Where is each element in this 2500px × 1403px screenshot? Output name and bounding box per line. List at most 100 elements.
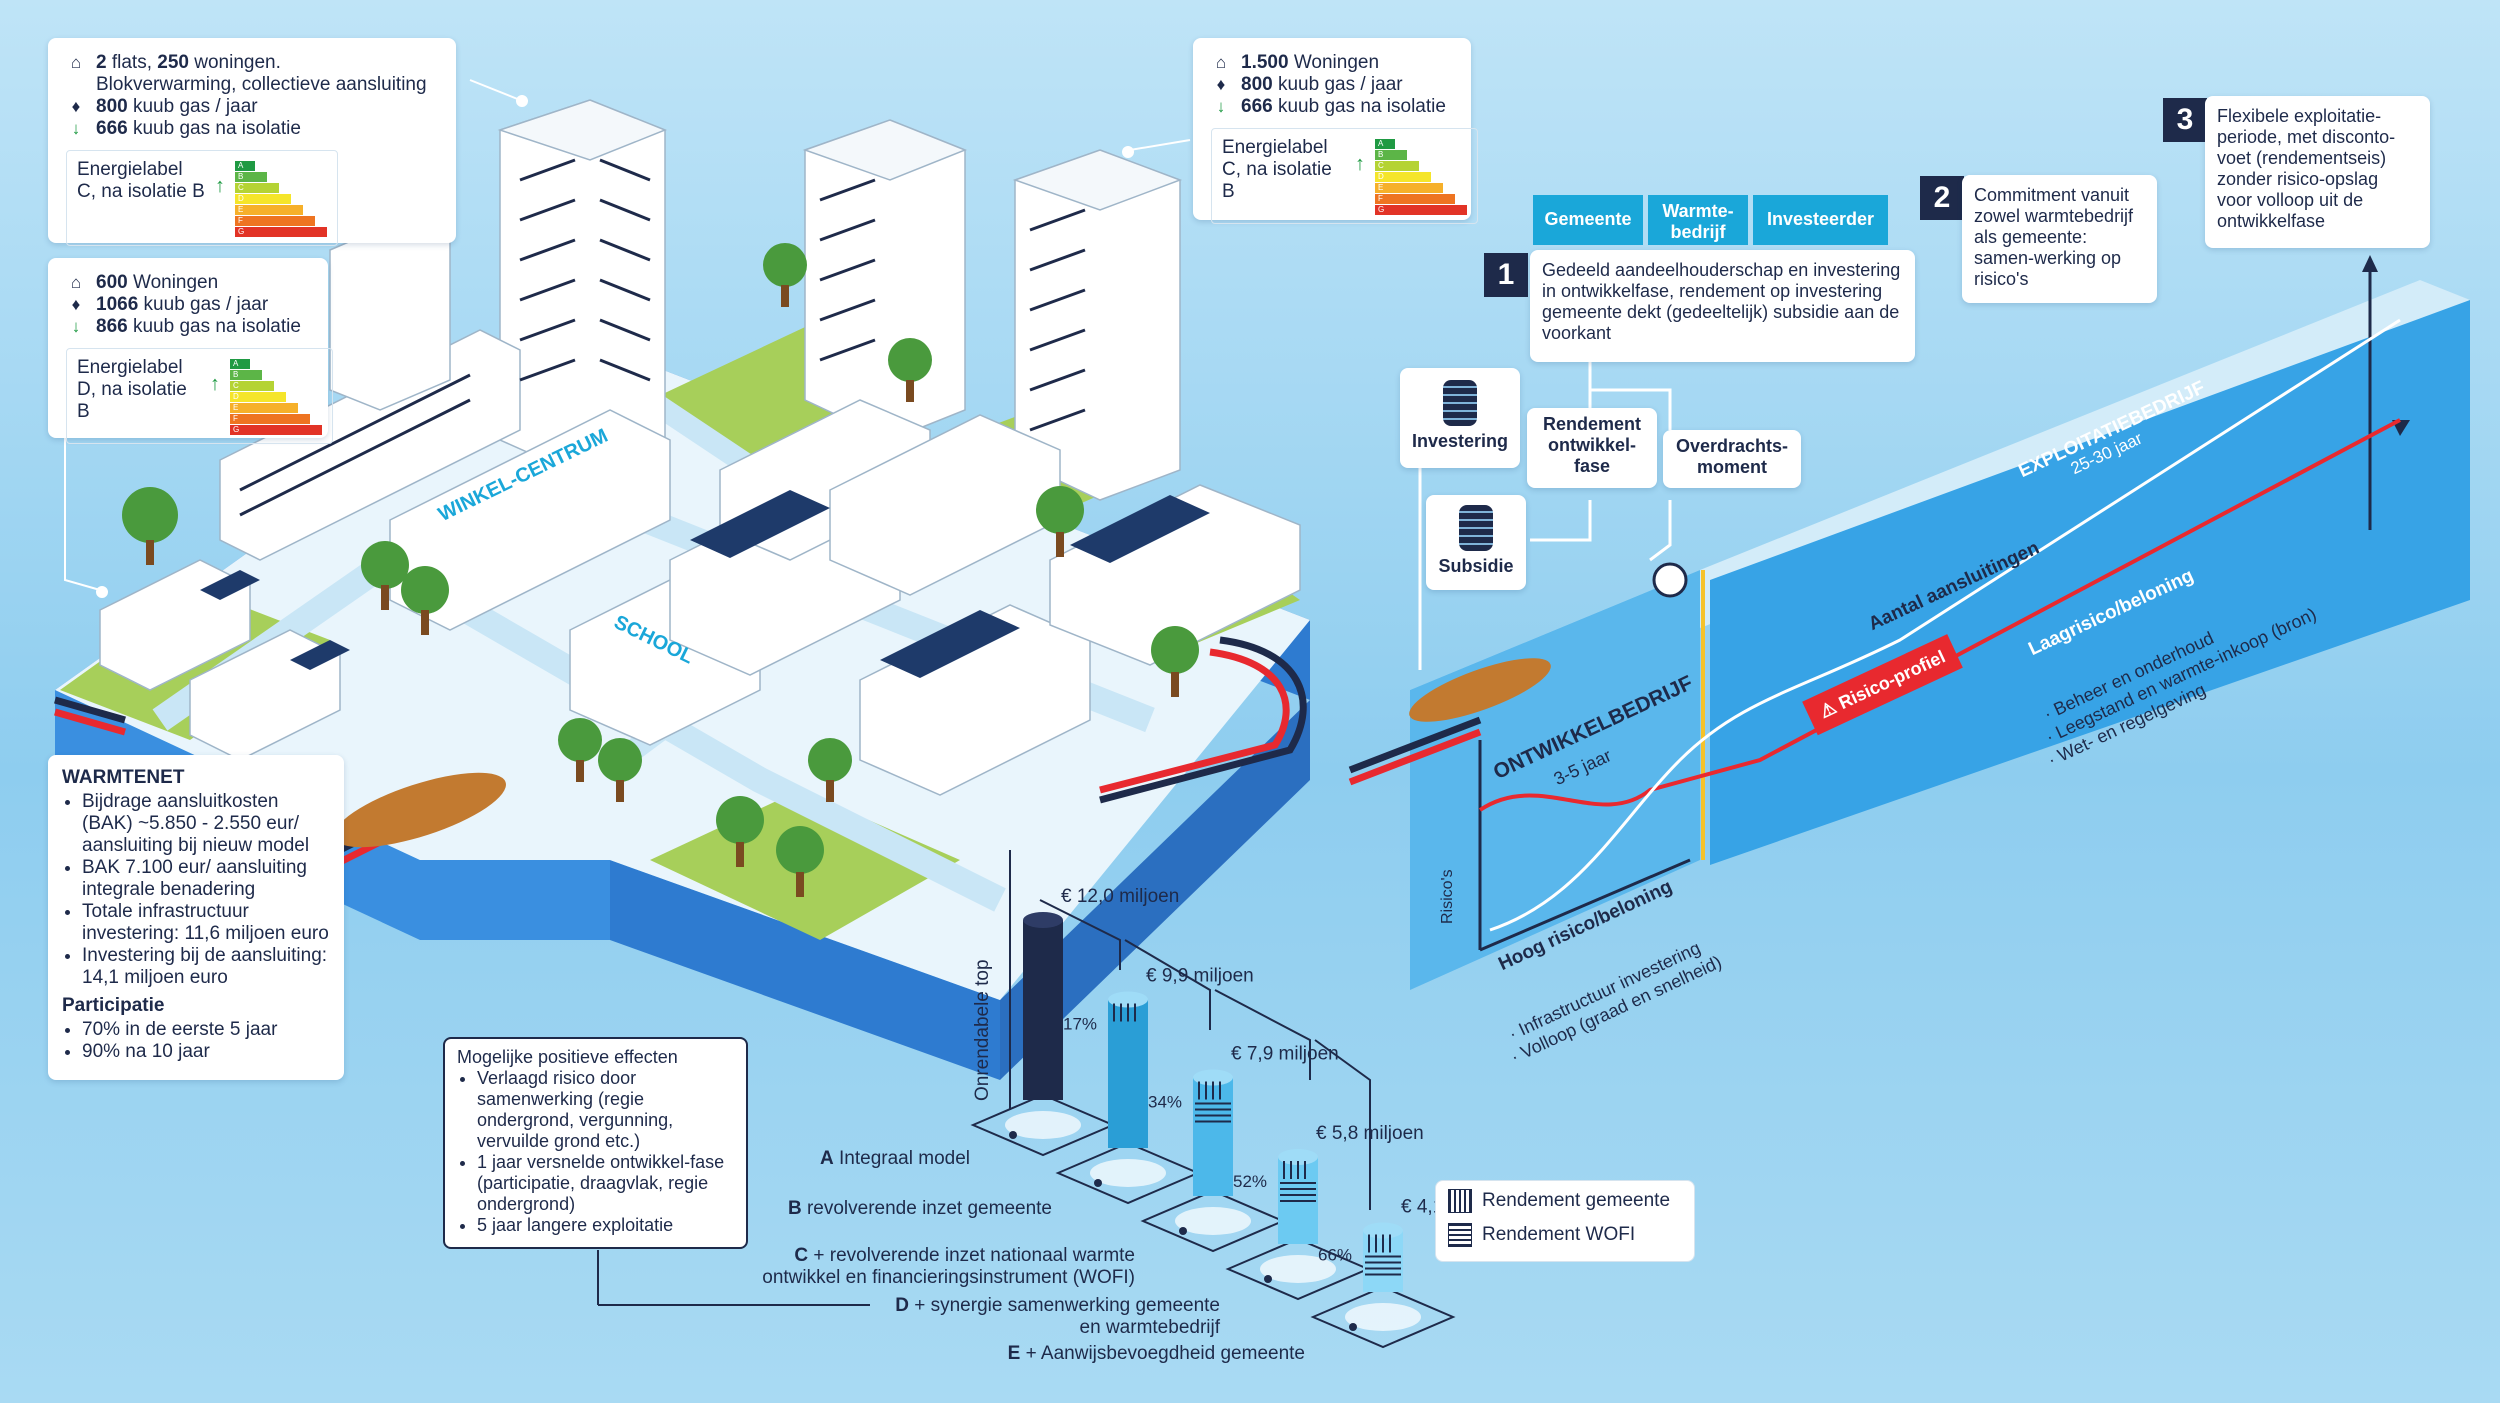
list-item: Verlaagd risico door samenwerking (regie… <box>477 1068 734 1152</box>
bar-value-label: € 9,9 miljoen <box>1146 966 1254 987</box>
participatie-title: Participatie <box>62 995 165 1016</box>
risicos-axis-label: Risico's <box>1439 869 1456 924</box>
energy-bar-c: C <box>230 381 274 391</box>
partner-investeerder: Investeerder <box>1753 195 1888 245</box>
effects-title: Mogelijke positieve effecten <box>457 1047 678 1067</box>
flats-info-card: ⌂ 2 flats, 250 woningen. Blokverwarming,… <box>48 38 456 246</box>
bar-value-label: € 5,8 miljoen <box>1316 1123 1424 1144</box>
list-item: 70% in de eerste 5 jaar <box>82 1019 330 1041</box>
energy-bar-b: B <box>1375 150 1407 160</box>
bar-glow <box>1260 1255 1336 1283</box>
solar-panels <box>200 490 1210 678</box>
list-item: 5 jaar langere exploitatie <box>477 1215 734 1236</box>
energy-bar-f: F <box>235 216 315 226</box>
chart-ylabel: Onrendabele top <box>972 959 993 1101</box>
bar-glow <box>1005 1111 1081 1139</box>
bar-glow <box>1345 1303 1421 1331</box>
category-label-c: C + revolverende inzet nationaal warmte … <box>762 1245 1135 1288</box>
warning-icon: ⚠ <box>1816 697 1840 723</box>
woningen-1500-card: ⌂1.500 Woningen ♦800 kuub gas / jaar ↓66… <box>1193 38 1478 224</box>
energy-bar-g: G <box>1375 205 1467 215</box>
category-leader-dot <box>1094 1179 1102 1187</box>
partner-warmtebedrijf: Warmte-bedrijf <box>1648 195 1748 245</box>
bar-value-label: € 12,0 miljoen <box>1061 886 1179 907</box>
energy-bar-d: D <box>1375 172 1431 182</box>
arrow-up-icon: ↑ <box>215 175 225 197</box>
category-label-d: D + synergie samenwerking gemeente en wa… <box>895 1295 1220 1338</box>
list-item: 90% na 10 jaar <box>82 1041 330 1063</box>
chart-legend: Rendement gemeente Rendement WOFI <box>1435 1180 1695 1262</box>
energy-bar-g: G <box>230 425 322 435</box>
arrow-down-icon: ↓ <box>71 317 81 336</box>
effects-card: Mogelijke positieve effecten Verlaagd ri… <box>443 1037 748 1249</box>
step-2-card: Commitment vanuit zowel warmtebedrijf al… <box>1962 175 2157 303</box>
energy-bar-c: C <box>235 183 279 193</box>
category-label-a: A Integraal model <box>820 1148 970 1169</box>
horizontal-stripes-icon <box>1448 1223 1472 1247</box>
card-connectors <box>64 79 1191 598</box>
coin-stack-icon <box>1443 380 1477 426</box>
effects-list: Verlaagd risico door samenwerking (regie… <box>457 1068 734 1236</box>
flow-investering: Investering <box>1400 368 1520 468</box>
bar-reduction-label: 34% <box>1148 1093 1182 1112</box>
warmtenet-card: WARMTENET Bijdrage aansluitkosten (BAK) … <box>48 755 344 1080</box>
partner-gemeente: Gemeente <box>1533 195 1643 245</box>
step-3-card: Flexibele exploitatie-periode, met disco… <box>2205 96 2430 248</box>
energy-bar-a: A <box>1375 139 1395 149</box>
warmtenet-title: WARMTENET <box>62 767 185 788</box>
participatie-list: 70% in de eerste 5 jaar 90% na 10 jaar <box>62 1019 330 1063</box>
bar-reduction-label: 52% <box>1233 1172 1267 1191</box>
house-icon: ⌂ <box>1215 53 1227 72</box>
list-item: Bijdrage aansluitkosten (BAK) ~5.850 - 2… <box>82 791 330 857</box>
bar-cap <box>1278 1149 1318 1165</box>
bar-reduction-label: 66% <box>1318 1246 1352 1265</box>
bar-glow <box>1090 1159 1166 1187</box>
flow-rendement: Rendement ontwikkel-fase <box>1527 408 1657 488</box>
flame-icon: ♦ <box>71 295 81 314</box>
bar-glow <box>1175 1207 1251 1235</box>
arrow-up-icon: ↑ <box>1355 153 1365 175</box>
category-leader-dot <box>1349 1323 1357 1331</box>
energy-bar-f: F <box>1375 194 1455 204</box>
bar <box>1108 999 1148 1148</box>
step-3-number: 3 <box>2163 98 2207 142</box>
category-leader-dot <box>1009 1131 1017 1139</box>
energy-bar-e: E <box>230 403 298 413</box>
energy-bar-f: F <box>230 414 310 424</box>
energy-bar-b: B <box>235 172 267 182</box>
energy-bar-c: C <box>1375 161 1419 171</box>
energy-bar-e: E <box>235 205 303 215</box>
bar-cap <box>1023 912 1063 928</box>
buildings <box>99 99 1301 796</box>
step-1-card: Gedeeld aandeelhouderschap en investerin… <box>1530 250 1915 362</box>
list-item: BAK 7.100 eur/ aansluiting integrale ben… <box>82 857 330 901</box>
bar-reduction-label: 17% <box>1063 1015 1097 1034</box>
energy-bar-g: G <box>235 227 327 237</box>
category-label-b: B revolverende inzet gemeente <box>787 1198 1052 1219</box>
bar-cap <box>1193 1069 1233 1086</box>
timeline-block <box>1348 255 2470 990</box>
woningen-600-card: ⌂600 Woningen ♦1066 kuub gas / jaar ↓866… <box>48 258 333 444</box>
energy-bar-e: E <box>1375 183 1443 193</box>
flame-icon: ♦ <box>71 97 81 116</box>
flame-icon: ♦ <box>1216 75 1226 94</box>
energy-bar-a: A <box>230 359 250 369</box>
step-2-number: 2 <box>1920 176 1964 220</box>
bar <box>1023 920 1063 1100</box>
house-icon: ⌂ <box>70 53 82 72</box>
bar-platform <box>1310 1285 1456 1349</box>
building-windows <box>239 158 1086 517</box>
flow-subsidie: Subsidie <box>1426 495 1526 590</box>
arrow-down-icon: ↓ <box>71 119 81 138</box>
category-leader-dot <box>1264 1275 1272 1283</box>
warmtenet-list: Bijdrage aansluitkosten (BAK) ~5.850 - 2… <box>62 791 330 989</box>
bar-cap <box>1363 1222 1403 1239</box>
trees <box>122 243 1199 897</box>
arrow-down-icon: ↓ <box>1216 97 1226 116</box>
